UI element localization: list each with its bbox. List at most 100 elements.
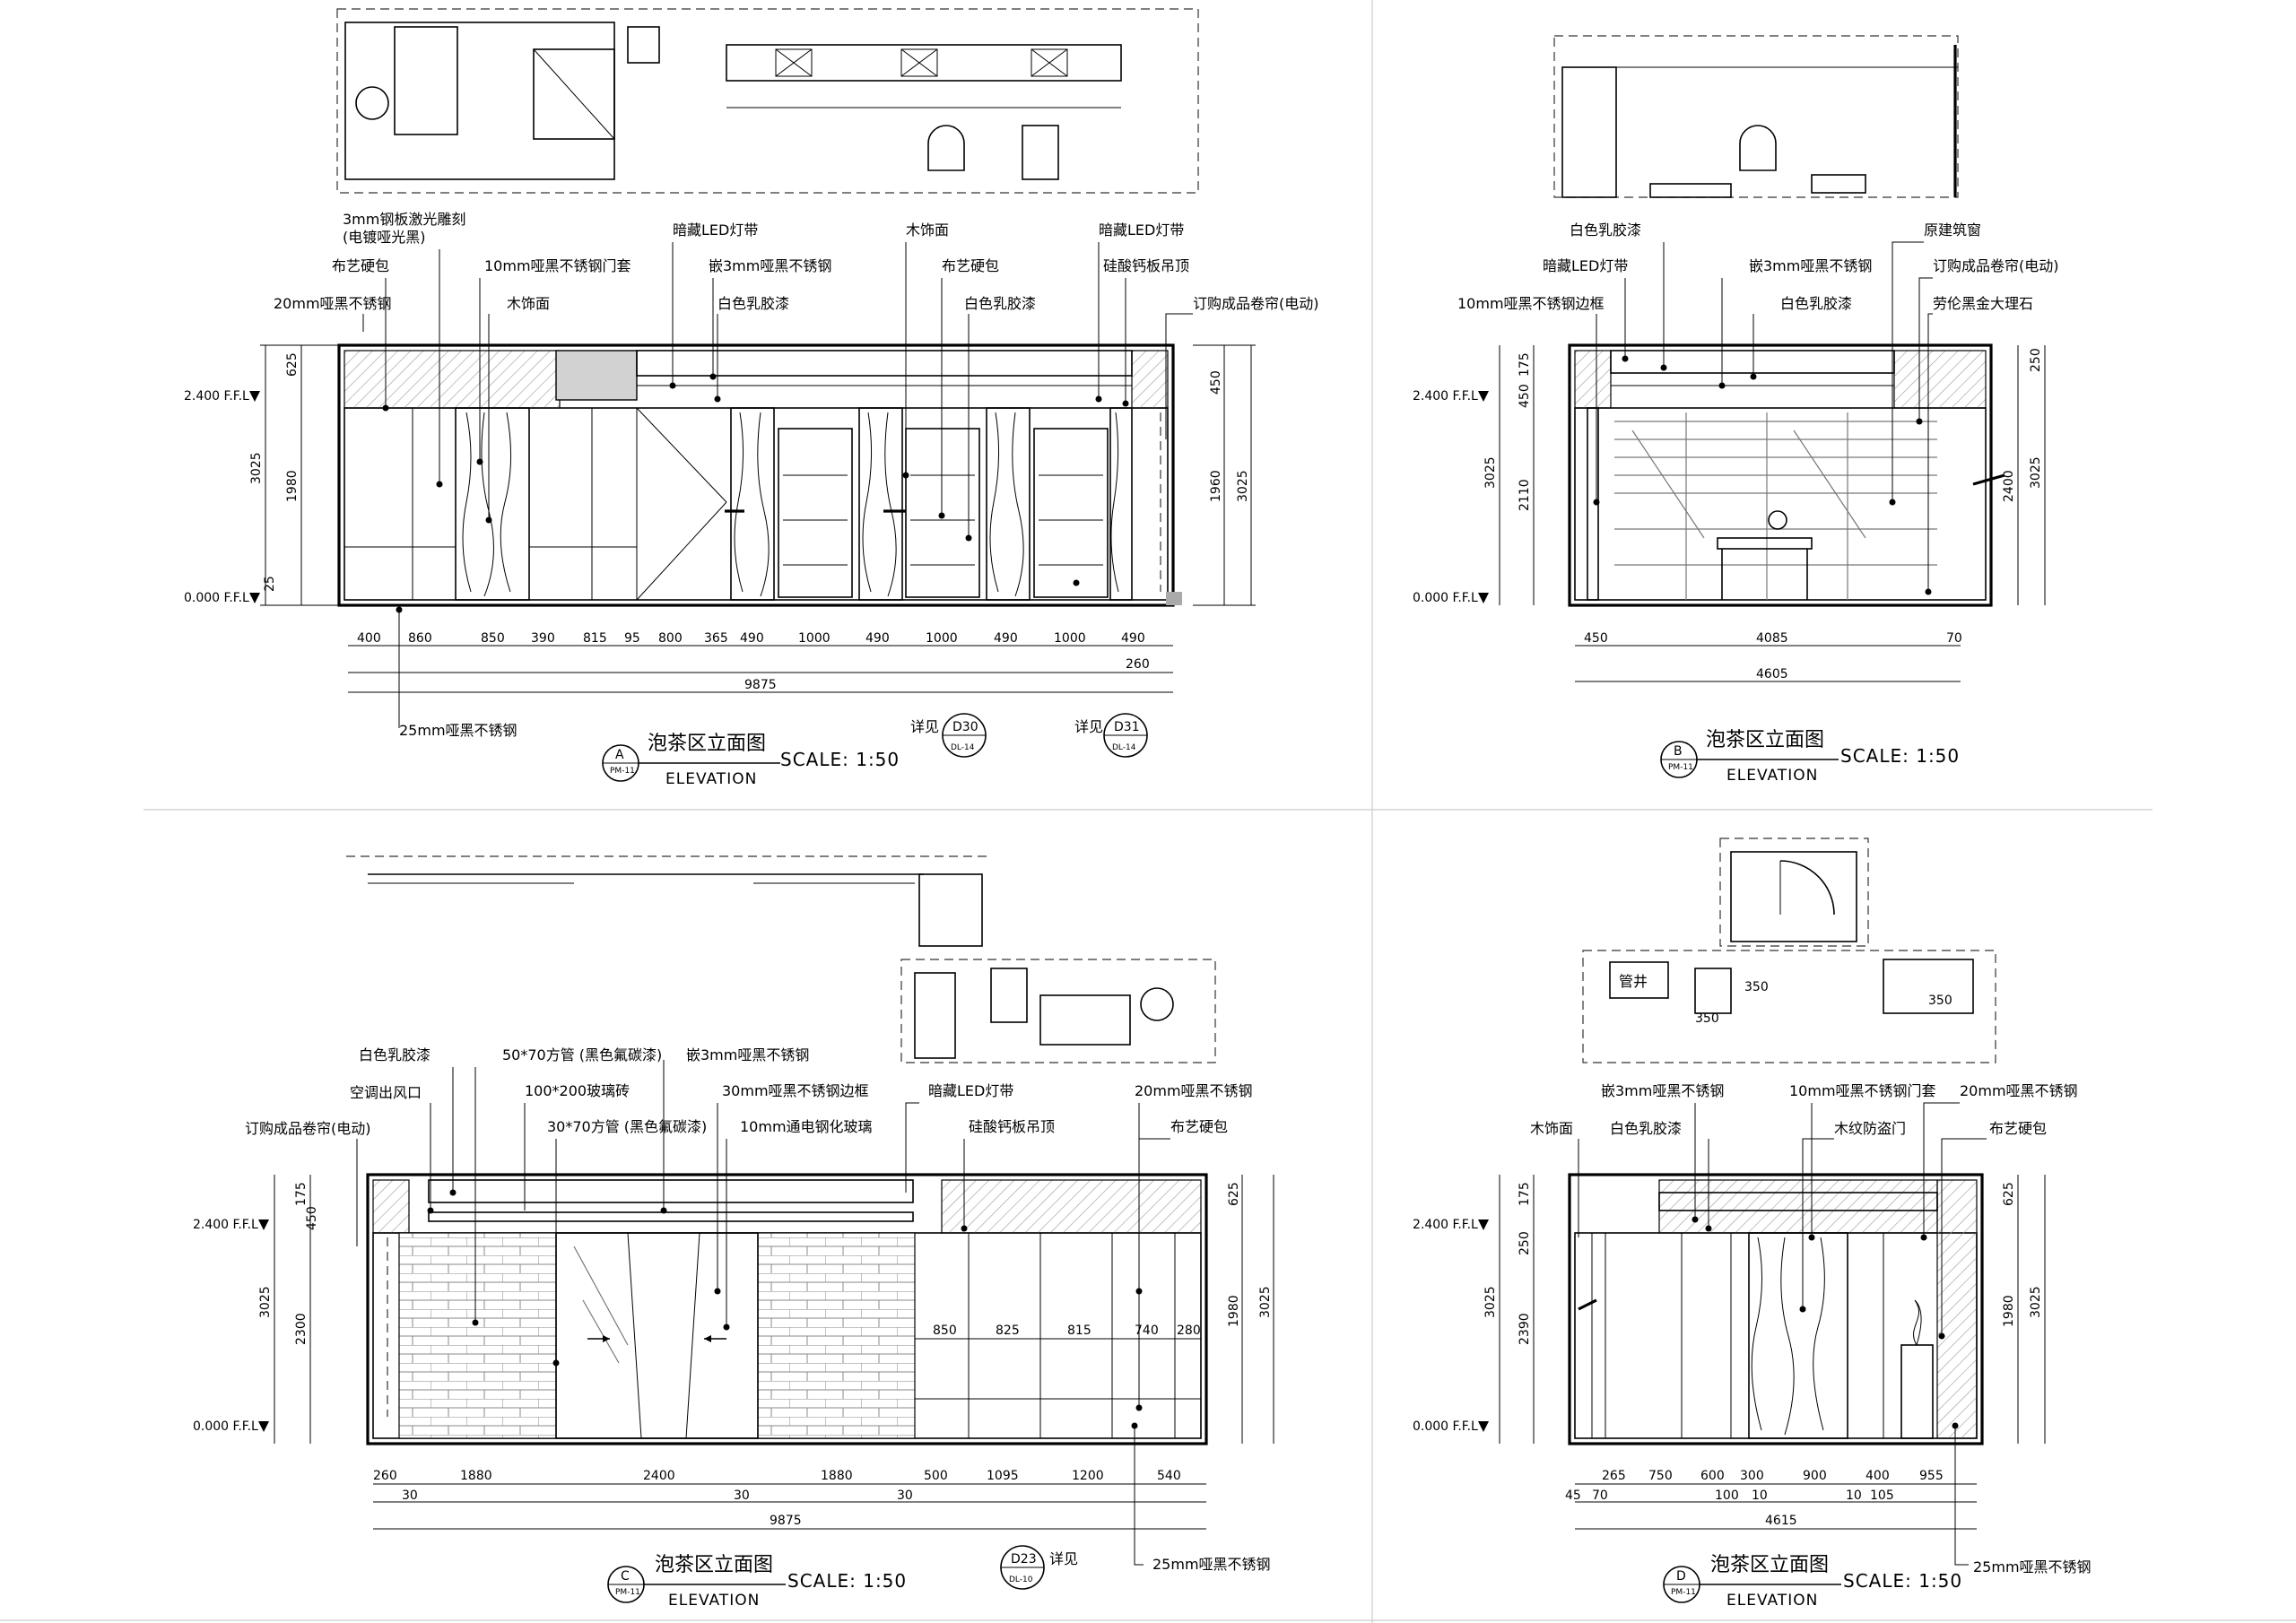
svg-text:30mm哑黑不锈钢边框: 30mm哑黑不锈钢边框 <box>722 1082 869 1099</box>
svg-text:白色乳胶漆: 白色乳胶漆 <box>1570 221 1641 239</box>
elevation-b: 2.400 F.F.L 0.000 F.F.L 3025 2110 175 45… <box>1413 35 2059 785</box>
label-a-7: 嵌3mm哑黑不锈钢 <box>709 257 831 274</box>
dims-bottom-c: 260 1880 2400 1880 500 1095 1200 540 30 … <box>373 1469 1181 1528</box>
dims-bottom-d: 265 750 600 300 900 400 955 45 70 100 10… <box>1565 1469 1944 1528</box>
svg-text:订购成品卷帘(电动): 订购成品卷帘(电动) <box>1933 257 2059 274</box>
title-id-a: A <box>615 748 624 762</box>
svg-text:625: 625 <box>1227 1182 1241 1206</box>
svg-text:PM-11: PM-11 <box>1671 1588 1696 1597</box>
level-top-a: 2.400 F.F.L <box>184 389 249 404</box>
svg-text:25mm哑黑不锈钢: 25mm哑黑不锈钢 <box>1152 1556 1271 1573</box>
elevation-b-frame <box>1568 343 1993 607</box>
svg-text:10: 10 <box>1846 1488 1862 1503</box>
svg-text:280: 280 <box>1177 1324 1201 1338</box>
label-a-3: 20mm哑黑不锈钢 <box>274 295 392 312</box>
svg-text:1880: 1880 <box>460 1469 492 1483</box>
dim-left-a-2: 1980 <box>285 470 300 502</box>
svg-text:25mm哑黑不锈钢: 25mm哑黑不锈钢 <box>1973 1558 2092 1575</box>
svg-text:木纹防盗门: 木纹防盗门 <box>1834 1120 1906 1137</box>
dim-right-a-0: 450 <box>1209 370 1223 395</box>
dim-bottom-a-2: 850 <box>481 631 505 646</box>
svg-text:500: 500 <box>924 1469 948 1483</box>
svg-text:45: 45 <box>1565 1488 1581 1503</box>
svg-text:9875: 9875 <box>770 1514 802 1528</box>
svg-text:10mm哑黑不锈钢边框: 10mm哑黑不锈钢边框 <box>1457 295 1605 312</box>
svg-text:木饰面: 木饰面 <box>1530 1120 1573 1137</box>
svg-text:30: 30 <box>734 1488 750 1503</box>
svg-text:600: 600 <box>1700 1469 1725 1483</box>
dim-bottom-a-0: 400 <box>357 631 381 646</box>
svg-text:4605: 4605 <box>1756 667 1788 681</box>
svg-text:订购成品卷帘(电动): 订购成品卷帘(电动) <box>245 1120 371 1137</box>
labels-b: 白色乳胶漆 暗藏LED灯带 10mm哑黑不锈钢边框 嵌3mm哑黑不锈钢 白色乳胶… <box>1457 221 2059 595</box>
dim-bottom2-a-8: 260 <box>1126 657 1150 672</box>
callout-a-d31: 详见 D31 DL-14 <box>1074 713 1148 758</box>
dim-bottom-a-5: 95 <box>624 631 640 646</box>
svg-text:450: 450 <box>305 1206 319 1230</box>
label-a-5: 木饰面 <box>507 295 550 312</box>
elevation-d-frame <box>1568 1173 1984 1445</box>
dim-left-a-3: 3025 <box>249 452 264 484</box>
key-plan-a <box>336 8 1199 194</box>
label-a-15: 25mm哑黑不锈钢 <box>399 722 517 739</box>
svg-text:2390: 2390 <box>1518 1313 1532 1345</box>
label-a-8: 白色乳胶漆 <box>718 295 789 312</box>
dim-bottom-a-6: 800 <box>658 631 683 646</box>
title-b: 泡茶区立面图 <box>1706 729 1824 751</box>
svg-text:4615: 4615 <box>1765 1514 1797 1528</box>
svg-text:175: 175 <box>1518 352 1532 377</box>
svg-text:1880: 1880 <box>821 1469 853 1483</box>
svg-text:PM-11: PM-11 <box>1668 763 1693 772</box>
level-bottom-b: 0.000 F.F.L <box>1413 591 1478 605</box>
dim-bottom-a-10: 490 <box>865 631 890 646</box>
svg-text:350: 350 <box>1928 994 1952 1008</box>
svg-text:1980: 1980 <box>1227 1295 1241 1327</box>
svg-text:D30: D30 <box>952 720 978 734</box>
svg-text:625: 625 <box>2002 1182 2016 1206</box>
elevation-c: 850 825 815 740 280 2.400 F.F.L 0.000 F.… <box>193 855 1274 1610</box>
level-top-d: 2.400 F.F.L <box>1413 1218 1478 1232</box>
svg-text:105: 105 <box>1870 1488 1894 1503</box>
svg-text:ELEVATION: ELEVATION <box>668 1592 760 1610</box>
elevation-c-frame <box>366 1173 1208 1445</box>
dim-bottom-a-1: 860 <box>408 631 432 646</box>
svg-text:3025: 3025 <box>2029 456 2043 489</box>
svg-text:1980: 1980 <box>2002 1295 2016 1327</box>
svg-text:嵌3mm哑黑不锈钢: 嵌3mm哑黑不锈钢 <box>686 1046 809 1063</box>
level-top-b: 2.400 F.F.L <box>1413 389 1478 404</box>
svg-text:SCALE: 1:50: SCALE: 1:50 <box>1840 745 1960 767</box>
title-d: 泡茶区立面图 <box>1710 1554 1829 1576</box>
svg-text:4085: 4085 <box>1756 631 1788 646</box>
labels-d: 木饰面 嵌3mm哑黑不锈钢 白色乳胶漆 10mm哑黑不锈钢门套 木纹防盗门 20… <box>1530 1082 2092 1575</box>
dim-left-a-4: 25 <box>263 576 277 592</box>
svg-text:265: 265 <box>1602 1469 1626 1483</box>
label-a-1: (电镀哑光黑) <box>343 229 426 246</box>
svg-text:详见: 详见 <box>910 718 939 735</box>
title-c: 泡茶区立面图 <box>655 1554 773 1576</box>
svg-text:3025: 3025 <box>1483 1286 1498 1318</box>
svg-text:暗藏LED灯带: 暗藏LED灯带 <box>1543 257 1628 274</box>
svg-text:2300: 2300 <box>294 1313 309 1345</box>
svg-text:825: 825 <box>996 1324 1020 1338</box>
svg-text:暗藏LED灯带: 暗藏LED灯带 <box>928 1082 1013 1099</box>
title-id-b: B <box>1674 744 1683 759</box>
label-a-9: 木饰面 <box>906 221 949 239</box>
svg-text:250: 250 <box>2029 348 2043 372</box>
dim-bottom-a-14: 490 <box>1121 631 1145 646</box>
title-block-b: B PM-11 泡茶区立面图 ELEVATION SCALE: 1:50 <box>1660 729 1960 785</box>
label-a-4: 10mm哑黑不锈钢门套 <box>484 257 631 274</box>
title-id-d: D <box>1676 1569 1686 1584</box>
dim-bottom-a-4: 815 <box>583 631 607 646</box>
svg-text:250: 250 <box>1518 1231 1532 1255</box>
svg-text:DL-14: DL-14 <box>951 743 975 752</box>
title-block-a: A PM-11 泡茶区立面图 ELEVATION SCALE: 1:50 <box>602 733 899 788</box>
svg-text:白色乳胶漆: 白色乳胶漆 <box>1610 1120 1682 1137</box>
svg-text:白色乳胶漆: 白色乳胶漆 <box>359 1046 430 1063</box>
label-a-12: 暗藏LED灯带 <box>1099 221 1184 239</box>
key-plan-b <box>1553 35 1959 198</box>
svg-text:100: 100 <box>1715 1488 1739 1503</box>
dim-right-a-4: 3025 <box>1236 470 1250 502</box>
svg-text:400: 400 <box>1866 1469 1890 1483</box>
svg-text:ELEVATION: ELEVATION <box>1726 767 1818 785</box>
